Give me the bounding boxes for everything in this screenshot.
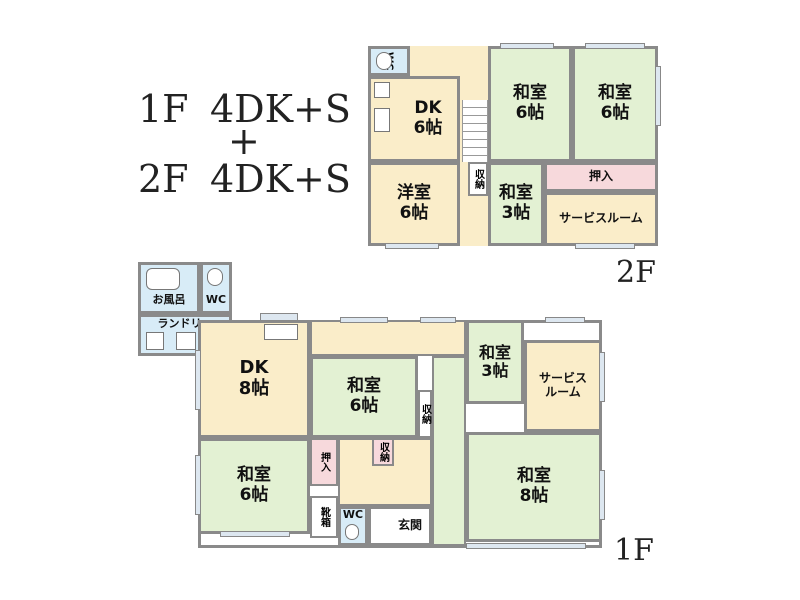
summary-floor-2: 2F bbox=[138, 157, 189, 201]
room-2f-washitsu-a-label: 和室 6帖 bbox=[513, 83, 547, 123]
room-2f-service-label: サービスルーム bbox=[559, 211, 643, 226]
room-1f-shuno-a: 収納 bbox=[418, 390, 432, 438]
window bbox=[545, 317, 585, 323]
room-1f-shuno-d: 収納 bbox=[372, 438, 394, 466]
window bbox=[575, 243, 635, 249]
room-1f-washitsu-small-label: 和室 3帖 bbox=[478, 342, 511, 380]
room-1f-kutsuire: 靴箱 bbox=[310, 496, 338, 538]
room-2f-shuno-label: 収納 bbox=[472, 169, 484, 189]
room-2f-shuno: 収納 bbox=[468, 162, 488, 196]
window bbox=[220, 531, 290, 537]
toilet-icon bbox=[207, 268, 223, 286]
window bbox=[420, 317, 456, 323]
room-1f-shuno-d-label: 収納 bbox=[377, 442, 389, 462]
window bbox=[340, 317, 388, 323]
summary-plus: + bbox=[228, 119, 260, 163]
room-1f-corridor-north bbox=[310, 320, 466, 356]
summary-floor-1: 1F bbox=[138, 87, 189, 131]
room-2f-youshitsu-label: 洋室 6帖 bbox=[397, 183, 431, 223]
room-1f-wc-label: WC bbox=[205, 292, 227, 306]
room-1f-oshiire-label: 押入 bbox=[318, 452, 330, 472]
window bbox=[466, 543, 586, 549]
room-1f-washitsu-big-label: 和室 8帖 bbox=[517, 466, 551, 506]
room-2f-service: サービスルーム bbox=[544, 192, 658, 246]
room-1f-service-label: サービス ルーム bbox=[538, 371, 587, 399]
sink-icon bbox=[374, 108, 390, 132]
floor-label-2f: 2F bbox=[616, 255, 656, 290]
room-1f-washitsu-center: 和室 6帖 bbox=[310, 356, 418, 438]
bathtub-icon bbox=[146, 268, 180, 290]
toilet-icon bbox=[376, 52, 392, 70]
room-1f-washitsu-center-label: 和室 6帖 bbox=[347, 376, 381, 416]
room-2f-washitsu-c-label: 和室 3帖 bbox=[499, 183, 533, 223]
window bbox=[585, 43, 645, 49]
room-1f-washitsu-left-label: 和室 6帖 bbox=[237, 465, 271, 505]
room-1f-genkan-label: 玄関 bbox=[397, 518, 422, 533]
room-2f-washitsu-c: 和室 3帖 bbox=[488, 162, 544, 246]
stove-icon bbox=[374, 82, 390, 98]
window bbox=[500, 43, 554, 49]
room-1f-shuno-a-label: 収納 bbox=[419, 404, 431, 424]
room-2f-oshiire: 押入 bbox=[544, 162, 658, 192]
room-2f-washitsu-b: 和室 6帖 bbox=[572, 46, 658, 162]
summary-plan-1: 4DK+S bbox=[210, 87, 351, 131]
room-1f-washitsu-small: 和室 3帖 bbox=[466, 320, 524, 404]
toilet-icon bbox=[345, 524, 359, 540]
window bbox=[655, 66, 661, 126]
room-1f-washitsu-big: 和室 8帖 bbox=[466, 432, 602, 542]
washing-machine-icon bbox=[176, 332, 196, 350]
window bbox=[260, 313, 298, 321]
room-1f-bath-label: お風呂 bbox=[152, 292, 186, 306]
washbasin-icon bbox=[146, 332, 164, 350]
room-2f-washitsu-b-label: 和室 6帖 bbox=[598, 83, 632, 123]
sink-icon bbox=[264, 324, 298, 340]
summary-plan-2: 4DK+S bbox=[210, 157, 351, 201]
window bbox=[195, 350, 201, 410]
room-1f-dk: DK 8帖 bbox=[198, 320, 310, 438]
room-2f-youshitsu: 洋室 6帖 bbox=[368, 162, 460, 246]
staircase-2f bbox=[462, 100, 488, 162]
room-1f-service: サービス ルーム bbox=[524, 340, 602, 432]
room-2f-dk-label: DK 6帖 bbox=[413, 98, 443, 138]
room-1f-engawa-south bbox=[432, 356, 466, 546]
window bbox=[599, 352, 605, 402]
room-1f-wc: WC bbox=[200, 262, 232, 314]
room-1f-wc2-label: WC bbox=[342, 508, 364, 521]
room-2f-oshiire-label: 押入 bbox=[588, 169, 613, 184]
room-2f-washitsu-a: 和室 6帖 bbox=[488, 46, 572, 162]
room-1f-oshiire: 押入 bbox=[310, 438, 338, 486]
floor-label-1f: 1F bbox=[614, 533, 654, 568]
room-1f-dk-label: DK 8帖 bbox=[238, 357, 270, 399]
room-1f-kutsuire-label: 靴箱 bbox=[318, 507, 330, 527]
window bbox=[599, 470, 605, 520]
room-1f-genkan: 玄関 bbox=[368, 506, 432, 546]
window bbox=[195, 455, 201, 515]
window bbox=[385, 243, 439, 249]
room-1f-washitsu-left: 和室 6帖 bbox=[198, 438, 310, 534]
